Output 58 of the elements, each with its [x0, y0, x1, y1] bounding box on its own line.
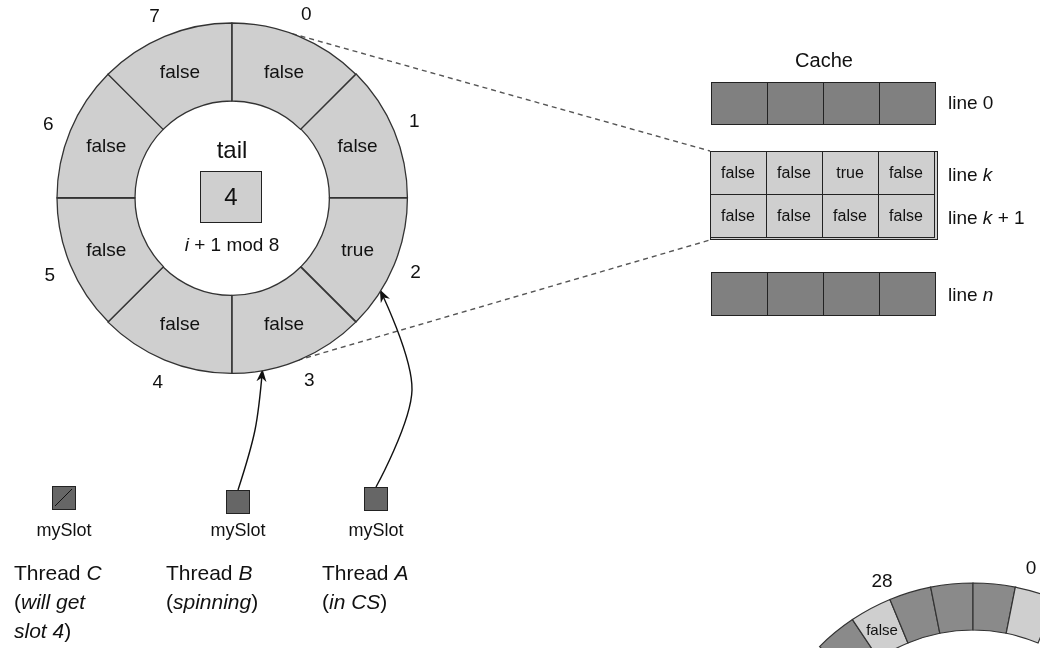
tail-value-box — [200, 171, 262, 223]
variable-name: mySlot — [36, 519, 92, 541]
formula-text: i + 1 mod 8 — [184, 234, 280, 256]
slot-index: 6 — [43, 112, 54, 135]
heading: Cache — [795, 48, 853, 72]
pointer-square — [226, 490, 250, 514]
slot-index: 28 — [871, 570, 893, 592]
slot-value: false — [159, 61, 200, 84]
variable-name: mySlot — [210, 519, 266, 541]
cache-cell — [879, 272, 936, 316]
line-label: line 0 — [948, 92, 994, 114]
slot-value: false — [86, 239, 127, 262]
variable-name: tail — [216, 136, 248, 164]
cell-value: true — [836, 163, 864, 182]
null-pointer-square — [52, 486, 76, 510]
cell-value: false — [777, 206, 811, 225]
thread-caption: Thread C (will get slot 4) — [14, 560, 103, 644]
thread-caption: Thread B (spinning) — [166, 560, 260, 615]
cache-cell — [767, 272, 824, 316]
cell-value: false — [721, 163, 755, 182]
slot-index: 4 — [152, 370, 164, 393]
slot-index: 7 — [149, 4, 160, 27]
slot-value: true — [341, 239, 374, 262]
line-label: line n — [948, 284, 994, 306]
cell-value: 4 — [224, 183, 238, 211]
slot-value: false — [263, 61, 305, 84]
slot-value: false — [866, 620, 898, 638]
cache-cell — [879, 82, 936, 125]
cell-value: false — [833, 206, 867, 225]
line-label: line k + 1 — [948, 207, 1025, 229]
slot-index: 5 — [44, 264, 55, 287]
pointer-square — [364, 487, 388, 511]
cache-cell — [711, 82, 768, 125]
cell-value: false — [889, 163, 923, 182]
cell-value: false — [721, 206, 755, 225]
cache-cell — [877, 193, 935, 238]
cache-cell — [823, 272, 880, 316]
slot-value: false — [86, 134, 127, 157]
cache-lines-block — [710, 151, 938, 240]
slot-index: 0 — [300, 3, 312, 26]
cell-value: false — [889, 206, 923, 225]
cell-value: false — [777, 163, 811, 182]
line-label: line k — [948, 164, 993, 186]
slot-index: 3 — [304, 369, 315, 392]
slot-index: 2 — [410, 261, 421, 284]
slot-value: false — [337, 134, 378, 157]
slot-value: false — [159, 312, 200, 335]
slot-index: 1 — [408, 109, 420, 132]
slot-value: false — [263, 312, 305, 335]
cache-cell — [767, 82, 824, 125]
arrow — [237, 369, 267, 491]
cache-cell — [711, 272, 768, 316]
variable-name: mySlot — [348, 519, 404, 541]
slot-index: 0 — [1025, 557, 1037, 579]
thread-caption: Thread A (in CS) — [322, 560, 410, 615]
arrow — [375, 289, 413, 488]
cache-cell — [823, 82, 880, 125]
dashed-line — [291, 32, 711, 152]
